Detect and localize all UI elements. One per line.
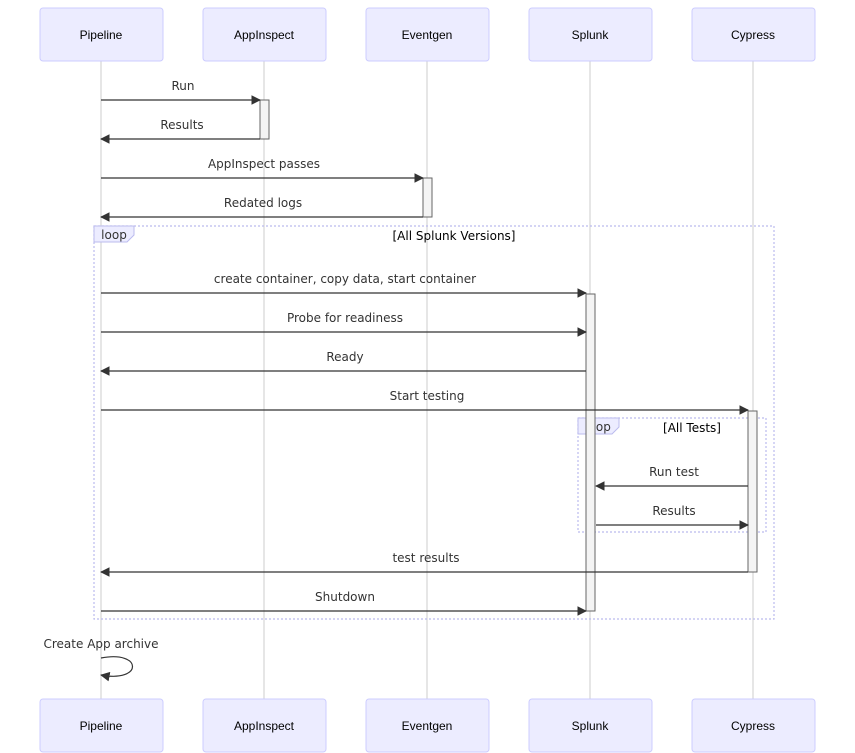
- svg-text:Run: Run: [171, 79, 194, 93]
- loop-condition: [All Splunk Versions]: [393, 229, 516, 243]
- svg-text:AppInspect: AppInspect: [234, 28, 295, 42]
- loop-frame-splunk-versions: loop [All Splunk Versions]: [93, 225, 775, 620]
- svg-text:Pipeline: Pipeline: [80, 719, 123, 733]
- actor-eventgen: Eventgen: [365, 7, 490, 62]
- actor-eventgen-bottom: Eventgen: [365, 698, 490, 753]
- svg-text:Cypress: Cypress: [731, 28, 775, 42]
- svg-text:Probe for readiness: Probe for readiness: [287, 311, 403, 325]
- message: Run: [101, 79, 261, 105]
- activation-eventgen: [422, 177, 433, 218]
- svg-text:Eventgen: Eventgen: [402, 28, 453, 42]
- message: Shutdown: [101, 590, 587, 616]
- svg-text:create container, copy data, s: create container, copy data, start conta…: [214, 272, 476, 286]
- loop-condition: [All Tests]: [663, 421, 721, 435]
- message: test results: [100, 551, 748, 577]
- svg-text:Cypress: Cypress: [731, 719, 775, 733]
- message: Ready: [100, 350, 586, 376]
- svg-text:Splunk: Splunk: [572, 719, 610, 733]
- svg-text:test results: test results: [392, 551, 459, 565]
- message: create container, copy data, start conta…: [101, 272, 587, 298]
- svg-text:AppInspect: AppInspect: [234, 719, 295, 733]
- activation-cypress: [747, 410, 758, 573]
- actor-pipeline-bottom: Pipeline: [39, 698, 164, 753]
- activation-splunk: [585, 293, 596, 612]
- message: Start testing: [101, 389, 749, 415]
- message: Results: [100, 118, 260, 144]
- self-message: Create App archive: [44, 637, 159, 682]
- actor-cypress: Cypress: [691, 7, 816, 62]
- actor-pipeline: Pipeline: [39, 7, 164, 62]
- actor-appinspect: AppInspect: [202, 7, 327, 62]
- svg-text:Create App archive: Create App archive: [44, 637, 159, 651]
- message: Probe for readiness: [101, 311, 587, 337]
- svg-text:Shutdown: Shutdown: [315, 590, 375, 604]
- loop-label: loop: [101, 228, 127, 242]
- message: Run test: [595, 465, 748, 491]
- svg-text:AppInspect passes: AppInspect passes: [208, 157, 320, 171]
- svg-text:Pipeline: Pipeline: [80, 28, 123, 42]
- actor-appinspect-bottom: AppInspect: [202, 698, 327, 753]
- message: Redated logs: [100, 196, 423, 222]
- svg-text:Splunk: Splunk: [572, 28, 610, 42]
- actor-cypress-bottom: Cypress: [691, 698, 816, 753]
- svg-text:Start testing: Start testing: [390, 389, 465, 403]
- svg-text:Results: Results: [160, 118, 203, 132]
- message: Results: [596, 504, 749, 530]
- svg-text:Results: Results: [652, 504, 695, 518]
- svg-text:Redated logs: Redated logs: [224, 196, 302, 210]
- actor-splunk-bottom: Splunk: [528, 698, 653, 753]
- svg-text:Eventgen: Eventgen: [402, 719, 453, 733]
- svg-text:Ready: Ready: [326, 350, 363, 364]
- actor-splunk: Splunk: [528, 7, 653, 62]
- svg-text:Run test: Run test: [649, 465, 699, 479]
- message: AppInspect passes: [101, 157, 424, 183]
- activation-appinspect: [259, 99, 270, 140]
